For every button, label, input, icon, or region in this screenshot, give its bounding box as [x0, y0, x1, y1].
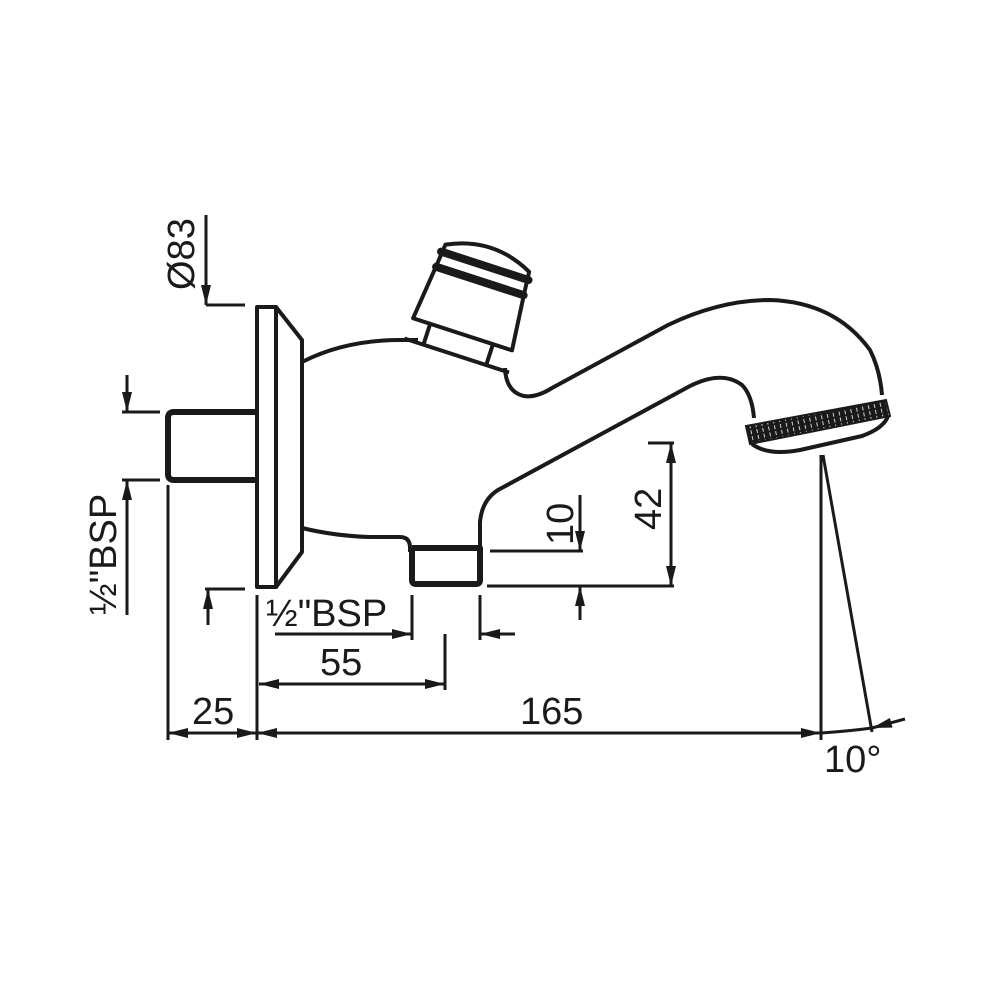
label-outlet-drop: 10 [540, 503, 582, 545]
flange-bevel [274, 305, 304, 589]
dim-arc-spout-angle [820, 726, 873, 735]
spout-top [503, 298, 884, 399]
inlet-pipe [165, 409, 257, 483]
spout-body [165, 231, 892, 589]
spout-underside [478, 375, 756, 548]
label-spout-angle: 10° [824, 739, 881, 781]
body-lower-contour [301, 526, 412, 552]
bottom-outlet [409, 545, 483, 587]
body-upper-contour [301, 338, 418, 364]
nozzle-centerline-angled [821, 454, 874, 733]
knob-ring-1 [437, 247, 533, 285]
label-flange-diameter: Ø83 [161, 218, 203, 290]
nozzle-face [750, 415, 890, 454]
dim-arrow-spout-angle [871, 717, 906, 730]
nozzle-ring [744, 398, 892, 446]
label-spout-projection: 165 [520, 691, 583, 733]
label-outlet-thread: ½"BSP [266, 593, 387, 635]
knob-ring-2 [432, 262, 528, 300]
diverter-knob[interactable] [403, 231, 544, 375]
label-outlet-offset: 55 [320, 642, 362, 684]
label-outlet-height: 42 [628, 488, 670, 530]
knob-stem [403, 323, 510, 375]
knob-cap [434, 241, 532, 294]
dimensions: Ø83 ½"BSP ½"BSP 55 25 165 10 [83, 215, 906, 781]
label-wall-projection: 25 [192, 691, 234, 733]
label-inlet-thread: ½"BSP [83, 494, 125, 615]
wall-flange [255, 305, 278, 589]
knurled-nozzle [744, 398, 892, 454]
